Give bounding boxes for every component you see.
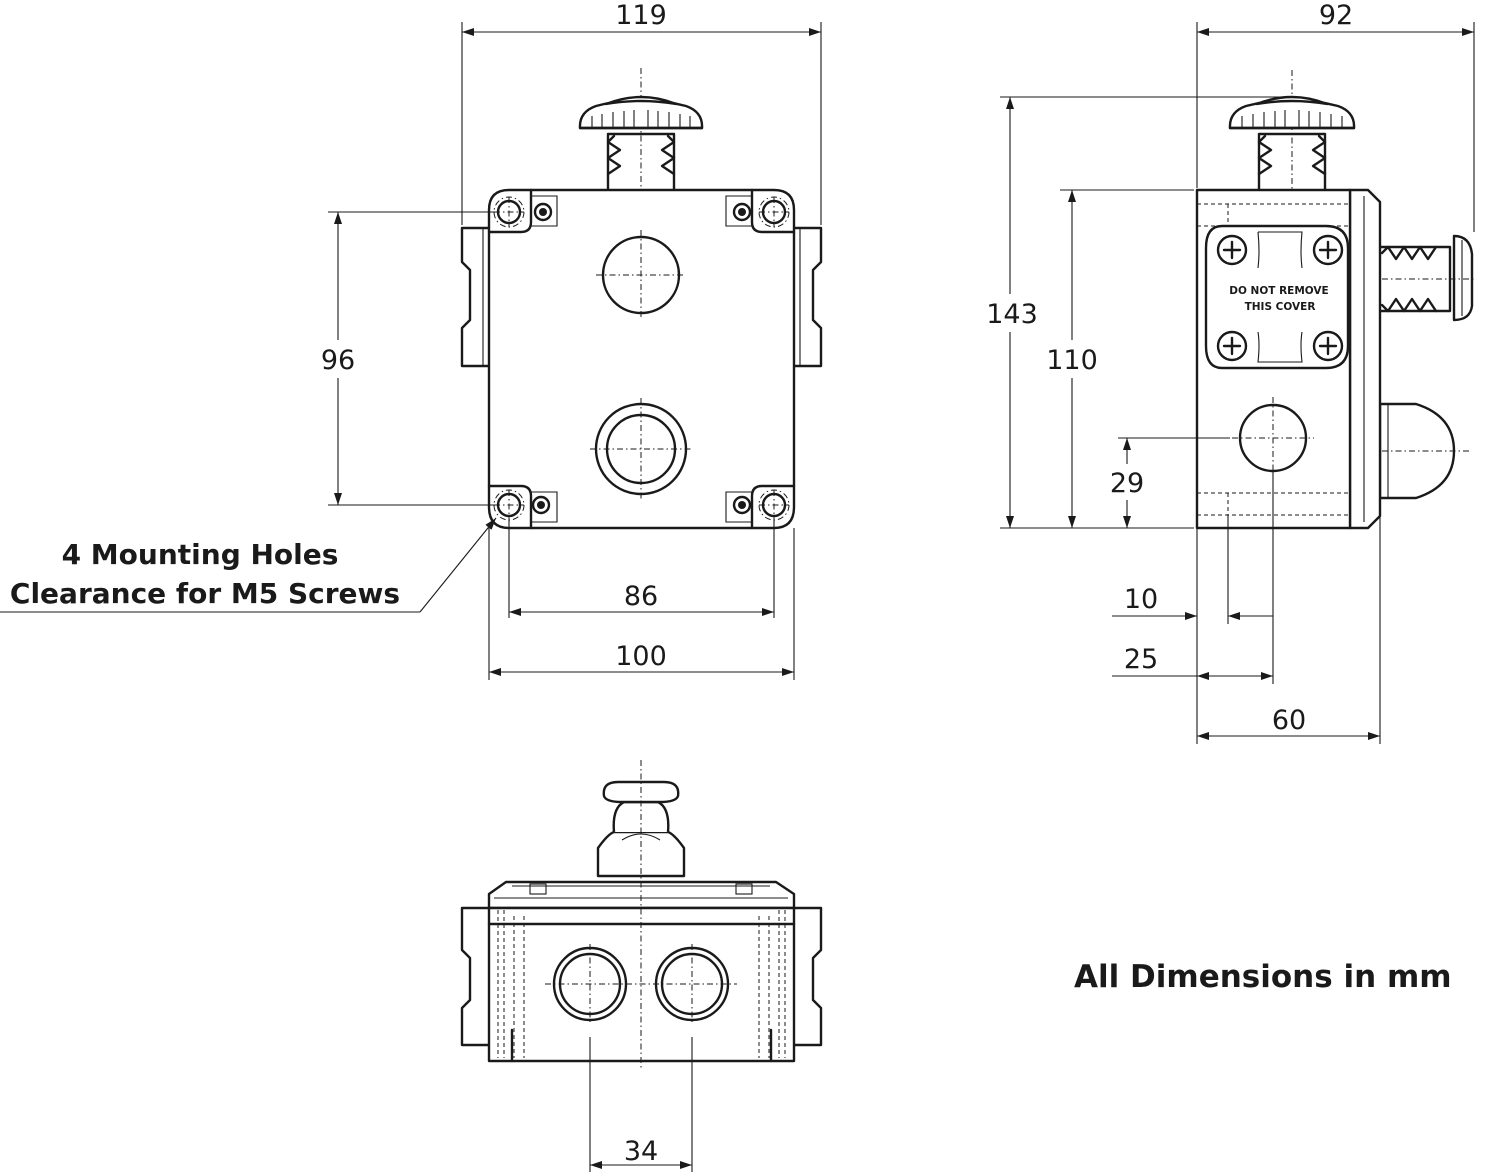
side-knob-cap: [1228, 98, 1356, 130]
side-view: DO NOT REMOVE THIS COVER 92 143 110 29 1…: [984, 0, 1476, 744]
front-cover-screws: [531, 202, 752, 515]
bottom-left-lug: [460, 906, 489, 1047]
mounting-holes-label-line1: 4 Mounting Holes: [62, 538, 339, 571]
front-body: [487, 188, 796, 530]
dim-86: 86: [624, 581, 658, 612]
dim-10: 10: [1124, 584, 1158, 615]
dim-29: 29: [1110, 468, 1144, 499]
front-view: 119 96 86 100 4 Mounting Holes Clearance…: [0, 0, 823, 680]
cover-warning-line1: DO NOT REMOVE: [1229, 285, 1328, 297]
front-knob-cap: [578, 98, 704, 130]
dim-25: 25: [1124, 644, 1158, 675]
front-right-lug: [794, 226, 823, 368]
bottom-view: 34: [460, 760, 823, 1172]
dim-100: 100: [615, 641, 667, 672]
dim-34: 34: [624, 1136, 658, 1167]
side-cover-screws: [1216, 234, 1344, 362]
mounting-holes-label-line2: Clearance for M5 Screws: [10, 577, 400, 610]
dim-110: 110: [1046, 345, 1098, 376]
units-note: All Dimensions in mm: [1074, 959, 1452, 995]
cover-warning-line2: THIS COVER: [1245, 301, 1316, 313]
dim-119: 119: [615, 0, 667, 31]
dim-92: 92: [1319, 0, 1353, 31]
dim-96: 96: [321, 345, 355, 376]
front-left-lug: [460, 226, 489, 368]
side-right-knob-cap: [1452, 234, 1474, 322]
side-flange: [1348, 188, 1382, 530]
bottom-right-lug: [794, 906, 823, 1047]
dim-60: 60: [1272, 705, 1306, 736]
dim-143: 143: [986, 299, 1038, 330]
